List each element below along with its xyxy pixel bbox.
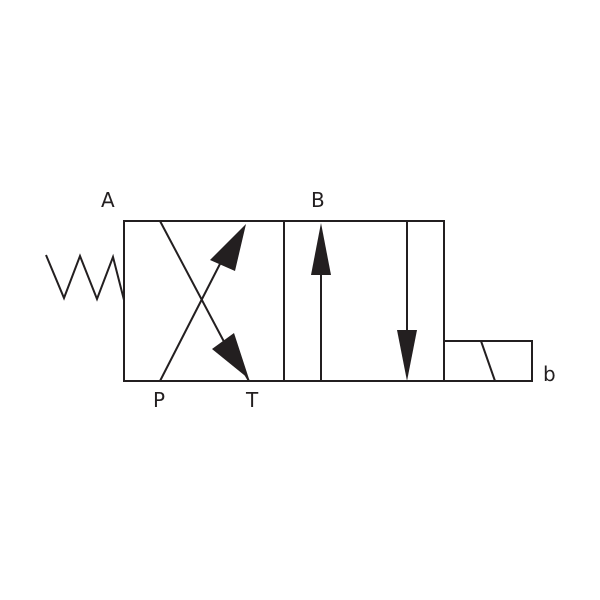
port-p-label: P [153, 388, 165, 412]
solenoid-b-label: b [543, 362, 556, 386]
port-t-label: T [245, 388, 259, 412]
port-b-label: B [311, 188, 325, 212]
flow-path-a-to-t [159, 220, 231, 354]
solenoid-box [443, 340, 533, 382]
flow-arrow-icon [311, 223, 331, 275]
flow-arrow-icon [212, 333, 249, 379]
solenoid-actuator-icon [443, 340, 533, 382]
flow-arrow-icon [397, 330, 417, 381]
solenoid-winding-line [480, 340, 496, 382]
flow-path-p-to-b [159, 259, 223, 382]
flow-arrow-icon [210, 224, 246, 271]
spring-actuator-icon [45, 253, 125, 302]
port-a-label: A [101, 188, 115, 212]
